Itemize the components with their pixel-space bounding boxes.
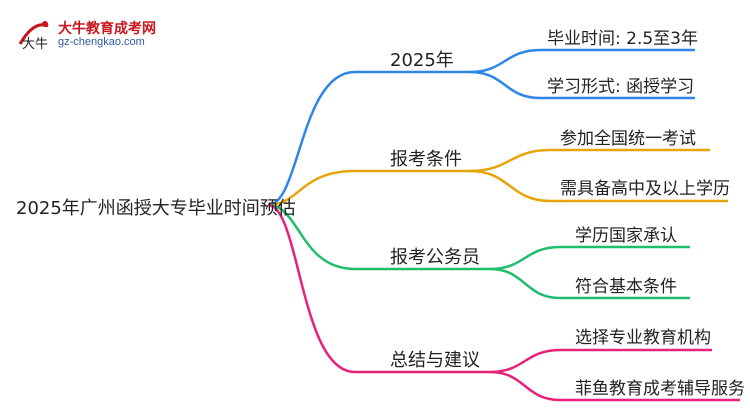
edge-b1-leaf-2 xyxy=(469,70,695,100)
leaf-node-3-1[interactable]: 学历国家承认 xyxy=(575,226,677,246)
edge-root-branch-4 xyxy=(267,203,490,374)
logo-mark-text: 大牛 xyxy=(22,37,48,52)
edge-root-branch-2 xyxy=(267,169,470,207)
branch-node-1[interactable]: 2025年 xyxy=(390,50,454,71)
edge-b2-leaf-2 xyxy=(469,169,728,203)
leaf-node-2-2[interactable]: 需具备高中及以上学历 xyxy=(560,179,730,199)
logo-mark-icon: 大牛 xyxy=(18,21,49,52)
edge-root-branch-3 xyxy=(267,203,490,271)
leaf-node-2-1[interactable]: 参加全国统一考试 xyxy=(560,129,696,149)
leaf-node-4-1[interactable]: 选择专业教育机构 xyxy=(575,328,711,348)
edge-b3-leaf-2 xyxy=(489,267,690,300)
leaf-node-3-2[interactable]: 符合基本条件 xyxy=(575,277,677,297)
leaf-node-4-2[interactable]: 菲鱼教育成考辅导服务 xyxy=(575,379,745,399)
edge-b1-leaf-1 xyxy=(469,48,695,74)
leaf-node-1-2[interactable]: 学习形式: 函授学习 xyxy=(547,77,695,97)
root-node[interactable]: 2025年广州函授大专毕业时间预估 xyxy=(16,198,296,219)
logo-name: 大牛教育成考网 xyxy=(58,21,156,37)
logo-url: gz-chengkao.com xyxy=(58,36,145,48)
edge-root-branch-1 xyxy=(267,70,470,207)
edge-b4-leaf-1 xyxy=(489,348,712,374)
edge-b2-leaf-1 xyxy=(469,148,710,173)
branch-node-4[interactable]: 总结与建议 xyxy=(390,350,480,371)
edge-b3-leaf-1 xyxy=(489,245,690,271)
site-logo[interactable]: 大牛 大牛教育成考网 gz-chengkao.com xyxy=(14,14,174,54)
edge-b4-leaf-2 xyxy=(489,370,740,402)
branch-node-2[interactable]: 报考条件 xyxy=(390,149,462,170)
leaf-node-1-1[interactable]: 毕业时间: 2.5至3年 xyxy=(547,29,698,49)
branch-node-3[interactable]: 报考公务员 xyxy=(390,247,480,268)
